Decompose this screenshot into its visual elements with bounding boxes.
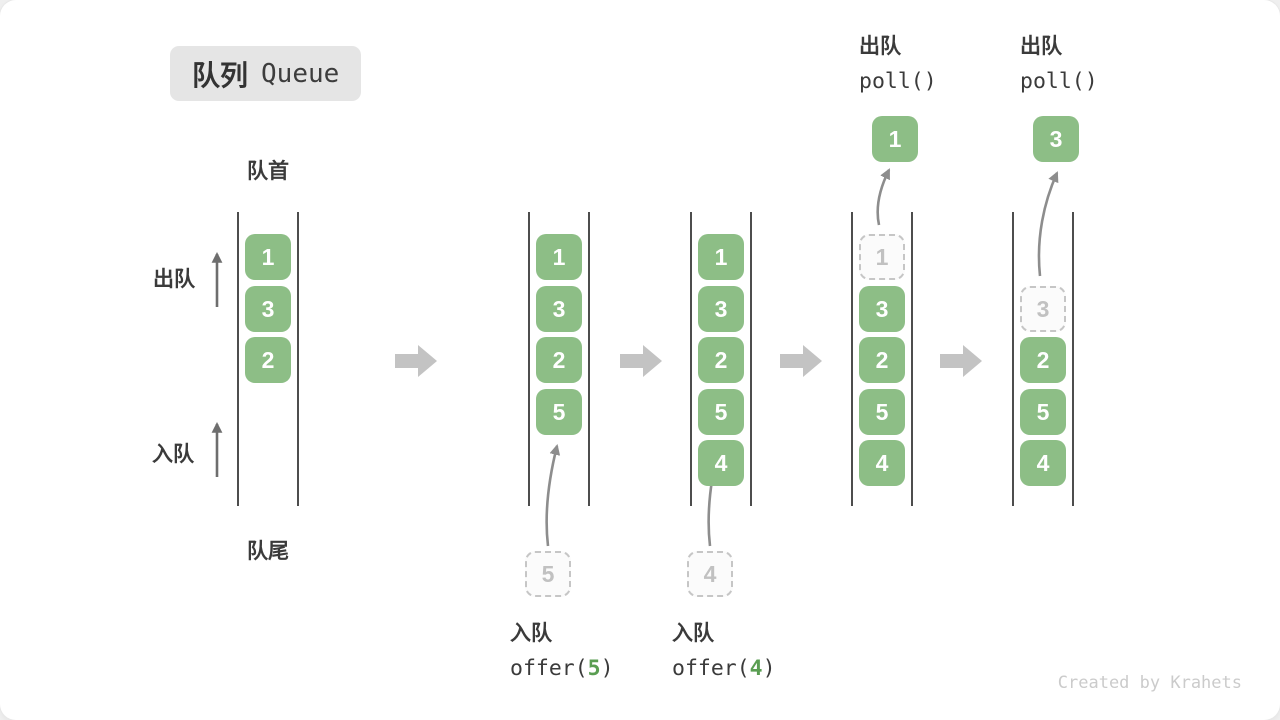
dequeue-label-code: poll() xyxy=(1020,69,1098,94)
queue-element-4: 4 xyxy=(698,440,744,486)
pending-element-5: 5 xyxy=(525,551,571,597)
enqueue-side-label: 入队 xyxy=(152,443,194,466)
polled-element-3: 3 xyxy=(1033,116,1079,162)
queue-element-2: 2 xyxy=(859,337,905,383)
queue-element-5: 5 xyxy=(859,389,905,435)
queue-element-1: 1 xyxy=(698,234,744,280)
queue-element-4: 4 xyxy=(1020,440,1066,486)
queue-element-5: 5 xyxy=(536,389,582,435)
removed-element-3: 3 xyxy=(1020,286,1066,332)
pending-element-4: 4 xyxy=(687,551,733,597)
queue-rear-label: 队尾 xyxy=(247,540,289,563)
state-poll-1: 1 3 2 5 4 xyxy=(851,212,913,506)
flow-arrow-2 xyxy=(620,345,662,377)
polled-element-1: 1 xyxy=(872,116,918,162)
flow-arrow-3 xyxy=(780,345,822,377)
operation-argument: 5 xyxy=(587,656,601,681)
dequeue-label-zh: 出队 xyxy=(859,35,901,58)
queue-element-5: 5 xyxy=(1020,389,1066,435)
queue-element-3: 3 xyxy=(859,286,905,332)
dequeue-label-code: poll() xyxy=(859,69,937,94)
queue-front-label: 队首 xyxy=(247,160,289,183)
title-badge: 队列 Queue xyxy=(170,46,362,101)
enqueue-label-code: offer(5) xyxy=(510,656,614,681)
enqueue-operation-label: 入队 offer(5) xyxy=(510,617,614,681)
queue-element-2: 2 xyxy=(536,337,582,383)
queue-element-2: 2 xyxy=(1020,337,1066,383)
state-after-offer-4: 1 3 2 5 4 xyxy=(690,212,752,506)
title-zh: 队列 xyxy=(192,59,249,91)
dequeue-side-label: 出队 xyxy=(153,268,195,291)
queue-element-1: 1 xyxy=(245,234,291,280)
state-poll-3: 3 2 5 4 xyxy=(1012,212,1074,506)
queue-element-5: 5 xyxy=(698,389,744,435)
queue-element-4: 4 xyxy=(859,440,905,486)
dequeue-operation-label: 出队 poll() xyxy=(859,30,937,94)
enqueue-label-zh: 入队 xyxy=(672,622,714,645)
watermark: Created by Krahets xyxy=(1057,673,1242,693)
operation-argument: 4 xyxy=(749,656,763,681)
enqueue-operation-label: 入队 offer(4) xyxy=(672,617,776,681)
flow-arrow-1 xyxy=(395,345,437,377)
queue-element-3: 3 xyxy=(698,286,744,332)
state-initial: 1 3 2 xyxy=(237,212,299,506)
dequeue-label-zh: 出队 xyxy=(1020,35,1062,58)
queue-element-1: 1 xyxy=(536,234,582,280)
queue-element-3: 3 xyxy=(536,286,582,332)
state-after-offer-5: 1 3 2 5 xyxy=(528,212,590,506)
enqueue-label-zh: 入队 xyxy=(510,622,552,645)
dequeue-operation-label: 出队 poll() xyxy=(1020,30,1098,94)
queue-element-3: 3 xyxy=(245,286,291,332)
flow-arrow-4 xyxy=(940,345,982,377)
queue-element-2: 2 xyxy=(245,337,291,383)
enqueue-label-code: offer(4) xyxy=(672,656,776,681)
removed-element-1: 1 xyxy=(859,234,905,280)
queue-element-2: 2 xyxy=(698,337,744,383)
title-en: Queue xyxy=(261,58,340,89)
